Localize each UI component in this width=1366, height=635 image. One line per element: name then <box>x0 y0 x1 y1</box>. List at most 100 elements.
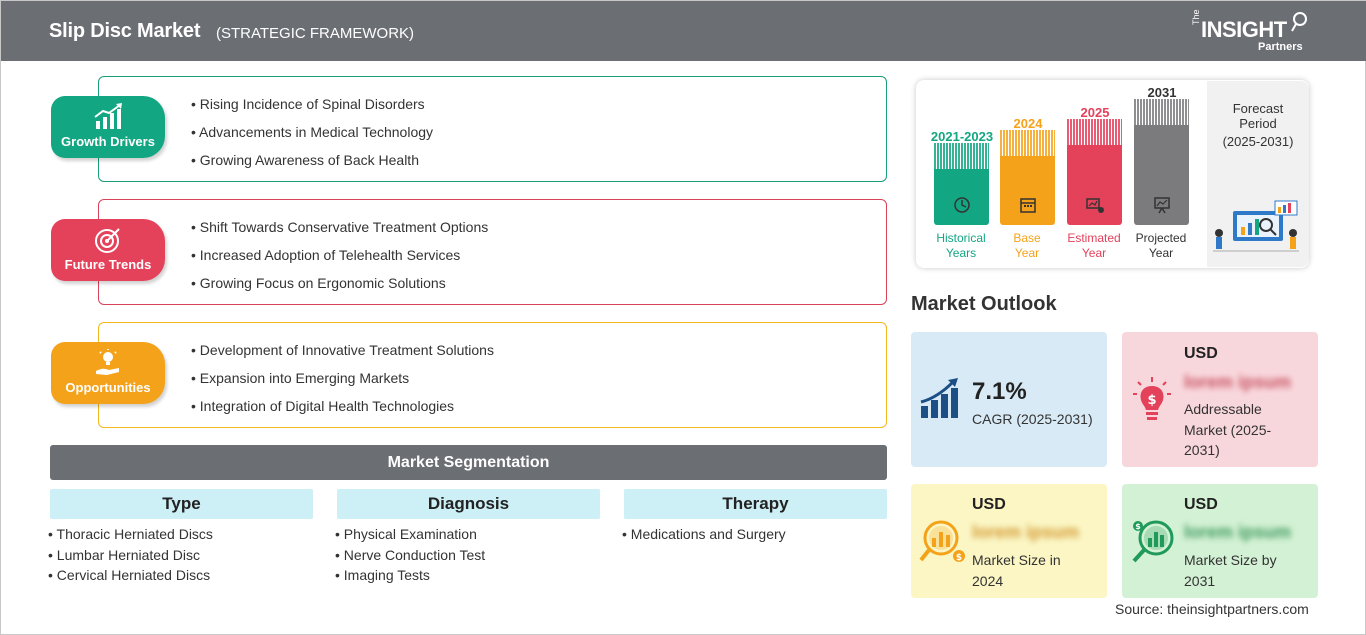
lightbulb-dollar-icon: $ <box>1133 377 1171 420</box>
list-item: Thoracic Herniated Discs <box>48 526 213 547</box>
timeline-bar <box>1067 119 1122 225</box>
calendar-icon <box>1020 198 1036 213</box>
list-item: Growing Focus on Ergonomic Solutions <box>191 275 488 303</box>
size-2031-value: lorem ipsum <box>1184 522 1292 542</box>
page-subtitle: (STRATEGIC FRAMEWORK) <box>216 25 415 42</box>
list-item: Shift Towards Conservative Treatment Opt… <box>191 219 488 247</box>
svg-text:$: $ <box>956 553 962 563</box>
cagr-value: 7.1% <box>972 378 1027 405</box>
source-note: Source: theinsightpartners.com <box>1115 601 1309 617</box>
future-trends-list: Shift Towards Conservative Treatment Opt… <box>191 219 488 303</box>
cagr-card: 7.1% CAGR (2025-2031) <box>911 332 1107 467</box>
segment-therapy-list: Medications and Surgery <box>622 526 786 547</box>
growth-drivers-card: Rising Incidence of Spinal Disorders Adv… <box>98 76 887 182</box>
timeline-label-line1: Historical <box>936 231 986 245</box>
size-2024-currency: USD <box>972 496 1006 513</box>
list-item: Increased Adoption of Telehealth Service… <box>191 247 488 275</box>
magnifier-growth-icon: $ <box>1132 520 1174 563</box>
list-item: Growing Awareness of Back Health <box>191 152 433 180</box>
list-item: Physical Examination <box>335 526 485 547</box>
segment-therapy-header: Therapy <box>624 489 887 519</box>
timeline-year-label: 2031 <box>1147 85 1177 100</box>
svg-text:$: $ <box>1135 522 1141 531</box>
market-size-2031-card: $ USD lorem ipsum Market Size by 2031 <box>1122 484 1318 598</box>
page-title: Slip Disc Market <box>49 20 201 42</box>
target-icon <box>95 228 120 253</box>
segment-diagnosis-header: Diagnosis <box>337 489 600 519</box>
size-2031-currency: USD <box>1184 496 1218 513</box>
logo-partners-text: Partners <box>1258 41 1303 53</box>
cagr-label: CAGR (2025-2031) <box>972 411 1093 427</box>
timeline-year-label: 2021-2023 <box>930 129 994 144</box>
timeline-year-label: 2024 <box>1013 116 1043 131</box>
timeline-label-line1: Base <box>1013 231 1041 245</box>
timeline-bar <box>1000 130 1055 225</box>
timeline-bar <box>934 143 989 225</box>
market-outlook-title: Market Outlook <box>911 293 1057 315</box>
timeline-label-line2: Year <box>1081 246 1107 260</box>
presentation-icon <box>1154 197 1170 214</box>
timeline-bar <box>1134 99 1189 225</box>
size-2024-label: Market Size in 2024 <box>972 552 1061 589</box>
list-item: Cervical Herniated Discs <box>48 567 213 588</box>
badge-label: Future Trends <box>64 257 152 272</box>
forecast-title-line1: Forecast <box>1232 101 1284 116</box>
segmentation-title: Market Segmentation <box>50 445 887 480</box>
list-item: Integration of Digital Health Technologi… <box>191 398 494 426</box>
growth-chart-icon <box>920 378 958 418</box>
size-2024-value: lorem ipsum <box>972 522 1080 542</box>
timeline-label-line2: Year <box>1148 246 1174 260</box>
forecast-period-title: Forecast Period <box>1207 101 1309 131</box>
timeline-label-line1: Estimated <box>1067 231 1121 245</box>
growth-drivers-badge: Growth Drivers <box>51 96 165 158</box>
list-item: Advancements in Medical Technology <box>191 124 433 152</box>
timeline-label-line2: Years <box>945 246 977 260</box>
analytics-illustration-icon <box>1213 200 1299 252</box>
addressable-market-card: $ USD lorem ipsum Addressable Market (20… <box>1122 332 1318 467</box>
hand-lightbulb-icon <box>96 349 119 375</box>
header-bar: Slip Disc Market (STRATEGIC FRAMEWORK) T… <box>1 1 1366 61</box>
forecast-period-range: (2025-2031) <box>1222 134 1294 149</box>
size-2031-label: Market Size by 2031 <box>1184 552 1277 589</box>
list-item: Nerve Conduction Test <box>335 547 485 568</box>
bar-chart-growth-icon <box>94 103 122 129</box>
addressable-currency: USD <box>1184 345 1218 362</box>
segment-type-list: Thoracic Herniated Discs Lumbar Herniate… <box>48 526 213 588</box>
forecast-title-line2: Period <box>1239 116 1277 131</box>
growth-drivers-list: Rising Incidence of Spinal Disorders Adv… <box>191 96 433 180</box>
badge-label: Growth Drivers <box>61 134 155 149</box>
market-size-2024-card: $ USD lorem ipsum Market Size in 2024 <box>911 484 1107 598</box>
chart-coins-icon <box>1086 198 1104 213</box>
opportunities-card: Development of Innovative Treatment Solu… <box>98 322 887 428</box>
svg-text:$: $ <box>1147 393 1156 408</box>
opportunities-badge: Opportunities <box>51 342 165 404</box>
logo-magnifier-icon <box>1291 12 1307 32</box>
addressable-value: lorem ipsum <box>1184 372 1292 392</box>
list-item: Imaging Tests <box>335 567 485 588</box>
history-icon <box>954 197 970 213</box>
list-item: Development of Innovative Treatment Solu… <box>191 342 494 370</box>
badge-label: Opportunities <box>65 380 151 395</box>
insight-partners-logo: The INSIGHT Partners <box>1191 9 1311 55</box>
list-item: Expansion into Emerging Markets <box>191 370 494 398</box>
segment-type-header: Type <box>50 489 313 519</box>
future-trends-badge: Future Trends <box>51 219 165 281</box>
future-trends-card: Shift Towards Conservative Treatment Opt… <box>98 199 887 305</box>
addressable-label: Addressable Market (2025-2031) <box>1184 401 1272 458</box>
logo-the-text: The <box>1191 9 1201 25</box>
list-item: Medications and Surgery <box>622 526 786 547</box>
list-item: Rising Incidence of Spinal Disorders <box>191 96 433 124</box>
timeline-label-line2: Year <box>1014 246 1040 260</box>
magnifier-bar-chart-icon: $ <box>919 520 965 563</box>
list-item: Lumbar Herniated Disc <box>48 547 213 568</box>
opportunities-list: Development of Innovative Treatment Solu… <box>191 342 494 426</box>
timeline-year-label: 2025 <box>1080 105 1110 120</box>
logo-insight-text: INSIGHT <box>1201 17 1287 42</box>
segment-diagnosis-list: Physical Examination Nerve Conduction Te… <box>335 526 485 588</box>
timeline-label-line1: Projected <box>1135 231 1187 245</box>
